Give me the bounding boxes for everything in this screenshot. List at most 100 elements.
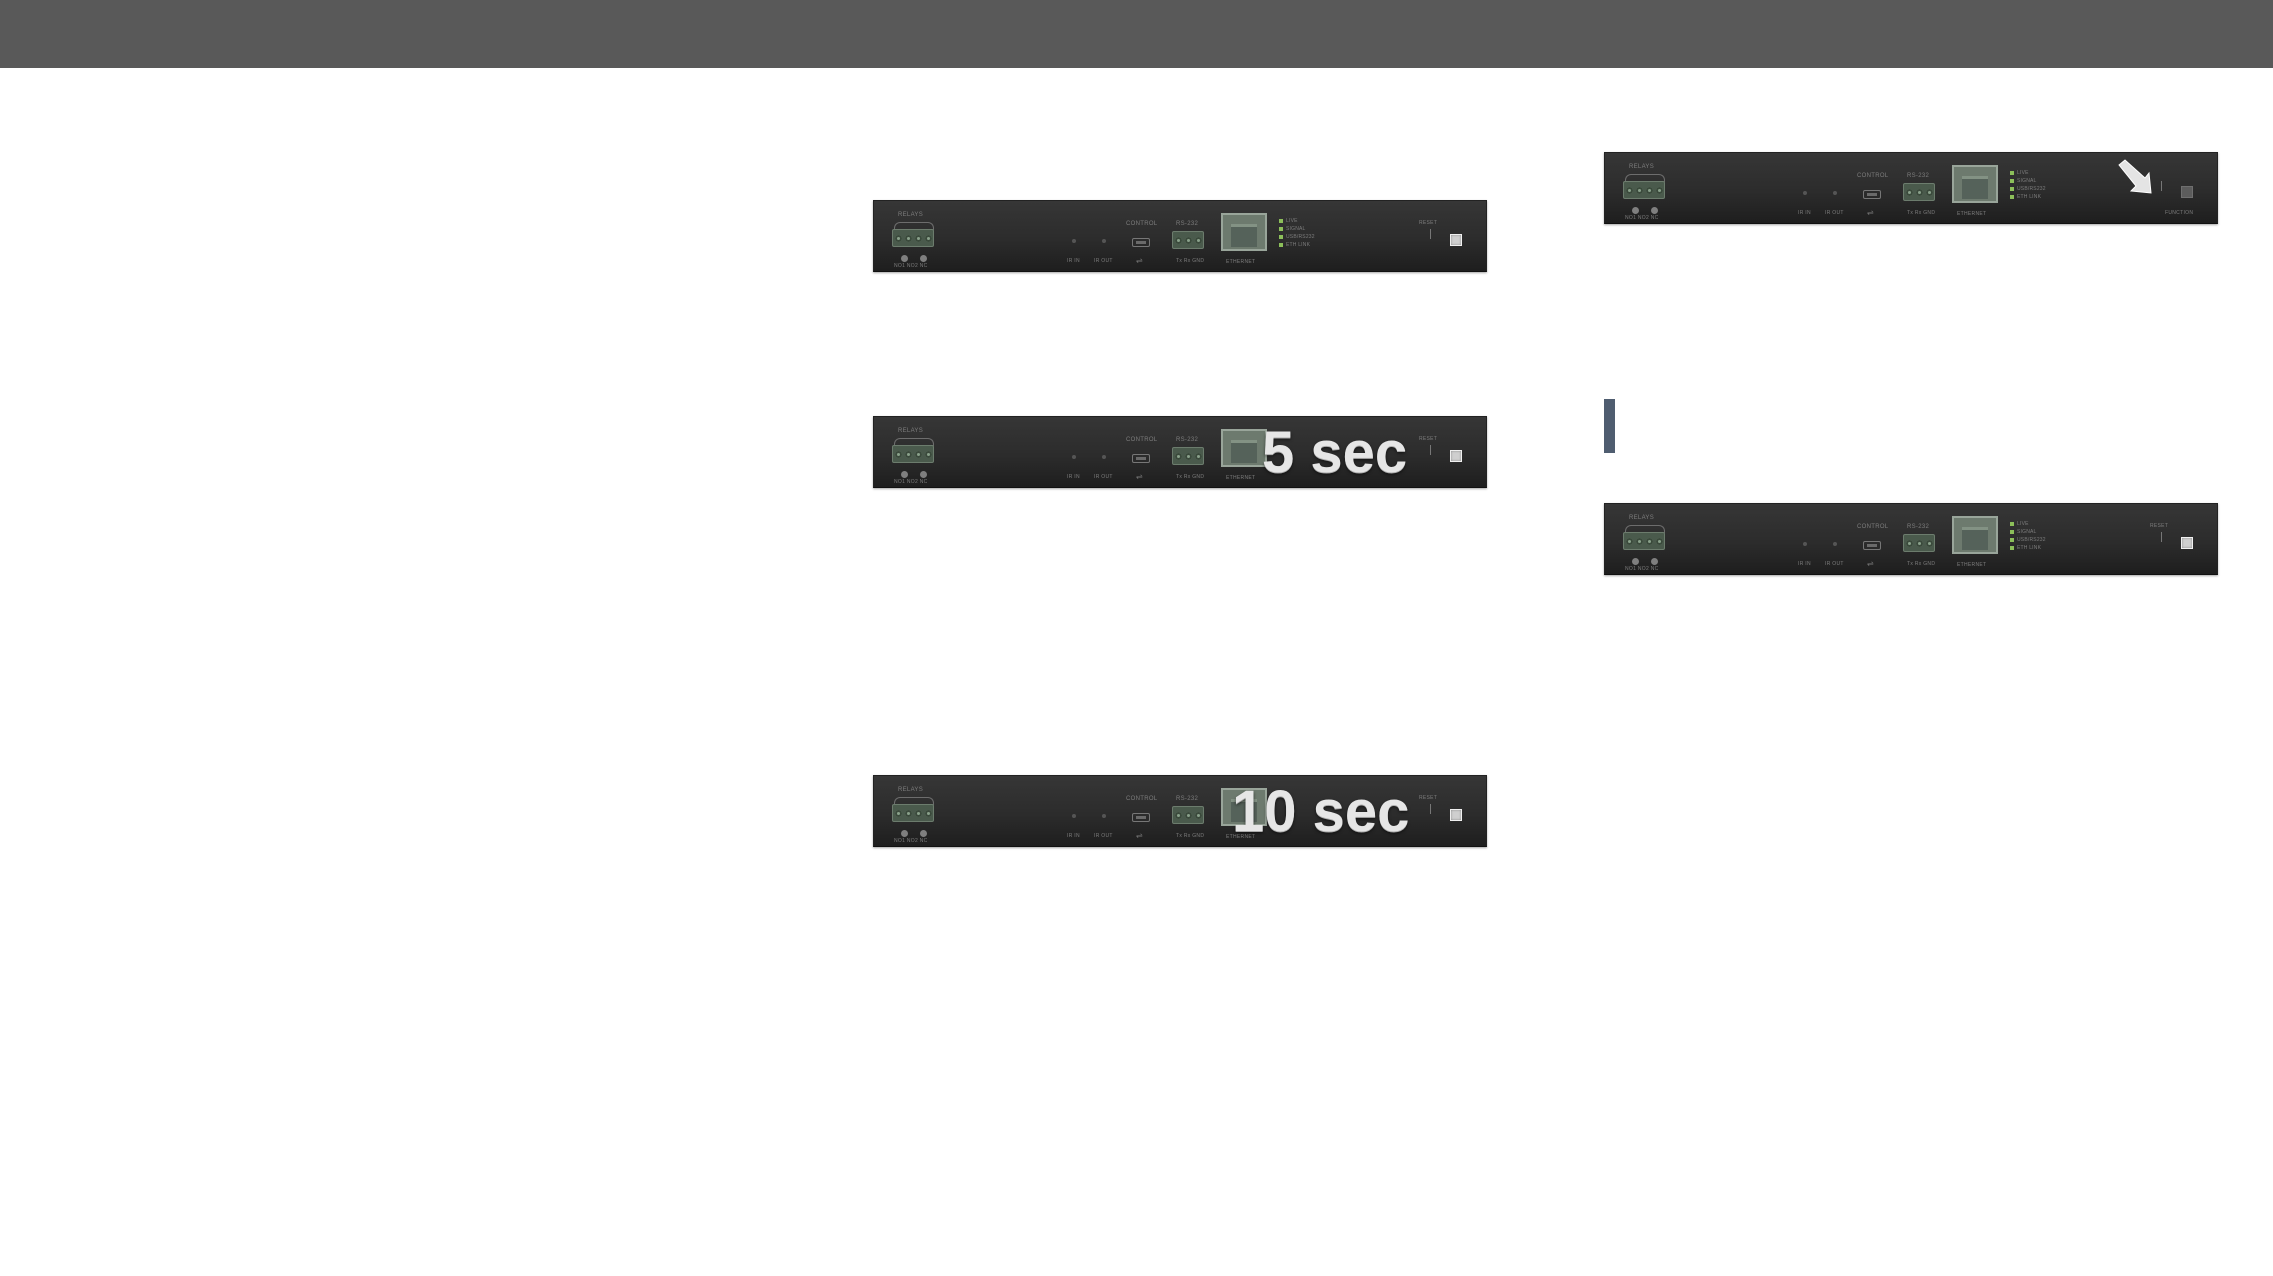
usb-icon: ⇌ xyxy=(1136,472,1143,481)
ir-out-label: IR OUT xyxy=(1825,210,1844,216)
rs232-pin-label: Tx Rx GND xyxy=(1176,474,1205,480)
led-usb-label: USB/RS232 xyxy=(2017,185,2046,192)
relays-label: RELAYS xyxy=(898,787,924,793)
relays-pin-label: NO1 NO2 NC xyxy=(1625,566,1659,572)
relays-terminal xyxy=(892,445,934,463)
ir-in-label: IR IN xyxy=(1067,833,1080,839)
reset-pinhole xyxy=(1430,229,1431,239)
ir-out-label: IR OUT xyxy=(1094,474,1113,480)
relay-indicators xyxy=(901,255,927,262)
relays-pin-label: NO1 NO2 NC xyxy=(894,263,928,269)
relay-hooks xyxy=(894,797,934,805)
control-usb-port xyxy=(1863,541,1881,550)
hold-time-10-sec: 10 sec xyxy=(1232,779,1410,844)
relays-pin-label: NO1 NO2 NC xyxy=(1625,215,1659,221)
ir-in-port xyxy=(1072,814,1076,818)
device-rear-panel-5: RELAYS NO1 NO2 NC IR IN IR OUT CONTROL ⇌… xyxy=(1604,503,2218,575)
relay-indicators xyxy=(1632,558,1658,565)
ir-out-port xyxy=(1833,191,1837,195)
ir-in-port xyxy=(1072,455,1076,459)
arrow-pointing-down-right-icon xyxy=(2118,159,2152,194)
relays-pin-label: NO1 NO2 NC xyxy=(894,838,928,844)
ir-in-label: IR IN xyxy=(1798,210,1811,216)
ir-in-label: IR IN xyxy=(1067,258,1080,264)
reset-label: RESET xyxy=(2150,523,2169,529)
rs232-label: RS-232 xyxy=(1907,173,1930,179)
usb-icon: ⇌ xyxy=(1136,256,1143,265)
control-usb-port xyxy=(1132,238,1150,247)
reset-pinhole xyxy=(2161,181,2162,191)
relays-terminal xyxy=(892,229,934,247)
rs232-label: RS-232 xyxy=(1176,437,1199,443)
relays-label: RELAYS xyxy=(898,428,924,434)
ir-out-label: IR OUT xyxy=(1094,833,1113,839)
relay-hooks xyxy=(1625,174,1665,182)
relays-label: RELAYS xyxy=(1629,164,1655,170)
rs232-label: RS-232 xyxy=(1176,796,1199,802)
led-live-label: LIVE xyxy=(1286,217,1298,224)
relays-label: RELAYS xyxy=(1629,515,1655,521)
relays-terminal xyxy=(1623,181,1665,199)
device-rear-panel-3: RELAYS NO1 NO2 NC IR IN IR OUT CONTROL ⇌… xyxy=(873,775,1487,847)
led-ethernet-label: ETH LINK xyxy=(1286,241,1311,248)
reset-label: RESET xyxy=(1419,436,1438,442)
control-usb-port xyxy=(1132,813,1150,822)
status-leds: LIVE SIGNAL USB/RS232 ETH LINK xyxy=(1279,217,1315,249)
rs232-pin-label: Tx Rx GND xyxy=(1176,258,1205,264)
led-signal-label: SIGNAL xyxy=(2017,528,2037,535)
rs232-label: RS-232 xyxy=(1176,221,1199,227)
rs232-pin-label: Tx Rx GND xyxy=(1907,561,1936,567)
led-usb-label: USB/RS232 xyxy=(2017,536,2046,543)
relay-hooks xyxy=(894,438,934,446)
header-bar xyxy=(0,0,2273,68)
rs232-terminal xyxy=(1903,534,1935,552)
control-label: CONTROL xyxy=(1857,173,1889,179)
rs232-pin-label: Tx Rx GND xyxy=(1907,210,1936,216)
relay-hooks xyxy=(1625,525,1665,533)
control-label: CONTROL xyxy=(1126,796,1158,802)
reset-label: RESET xyxy=(1419,220,1438,226)
reset-pinhole xyxy=(2161,532,2162,542)
function-button xyxy=(1450,234,1462,246)
function-button xyxy=(1450,809,1462,821)
ethernet-label: ETHERNET xyxy=(1226,834,1256,840)
reset-label: RESET xyxy=(1419,795,1438,801)
ir-in-port xyxy=(1803,542,1807,546)
ethernet-port xyxy=(1952,165,1998,203)
ir-in-label: IR IN xyxy=(1798,561,1811,567)
rs232-terminal xyxy=(1172,447,1204,465)
status-leds: LIVE SIGNAL USB/RS232 ETH LINK xyxy=(2010,520,2046,552)
relays-terminal xyxy=(1623,532,1665,550)
relays-label: RELAYS xyxy=(898,212,924,218)
led-signal-label: SIGNAL xyxy=(1286,225,1306,232)
rs232-terminal xyxy=(1172,806,1204,824)
ir-out-port xyxy=(1102,814,1106,818)
led-usb-label: USB/RS232 xyxy=(1286,233,1315,240)
led-ethernet-label: ETH LINK xyxy=(2017,544,2042,551)
function-button xyxy=(1450,450,1462,462)
function-button xyxy=(2181,537,2193,549)
relays-pin-label: NO1 NO2 NC xyxy=(894,479,928,485)
rs232-terminal xyxy=(1172,231,1204,249)
ethernet-port xyxy=(1952,516,1998,554)
control-label: CONTROL xyxy=(1857,524,1889,530)
device-rear-panel-2: RELAYS NO1 NO2 NC IR IN IR OUT CONTROL ⇌… xyxy=(873,416,1487,488)
reset-pinhole xyxy=(1430,804,1431,814)
ethernet-port xyxy=(1221,213,1267,251)
ethernet-label: ETHERNET xyxy=(1226,259,1256,265)
reset-pinhole xyxy=(1430,445,1431,455)
control-usb-port xyxy=(1132,454,1150,463)
usb-icon: ⇌ xyxy=(1867,208,1874,217)
ir-out-label: IR OUT xyxy=(1094,258,1113,264)
device-rear-panel-4: RELAYS NO1 NO2 NC IR IN IR OUT CONTROL ⇌… xyxy=(1604,152,2218,224)
rs232-pin-label: Tx Rx GND xyxy=(1176,833,1205,839)
led-signal-label: SIGNAL xyxy=(2017,177,2037,184)
relays-terminal xyxy=(892,804,934,822)
rs232-terminal xyxy=(1903,183,1935,201)
section-marker xyxy=(1604,399,1615,453)
led-live-label: LIVE xyxy=(2017,520,2029,527)
ir-out-port xyxy=(1833,542,1837,546)
ethernet-port xyxy=(1221,429,1267,467)
usb-icon: ⇌ xyxy=(1136,831,1143,840)
rs232-label: RS-232 xyxy=(1907,524,1930,530)
